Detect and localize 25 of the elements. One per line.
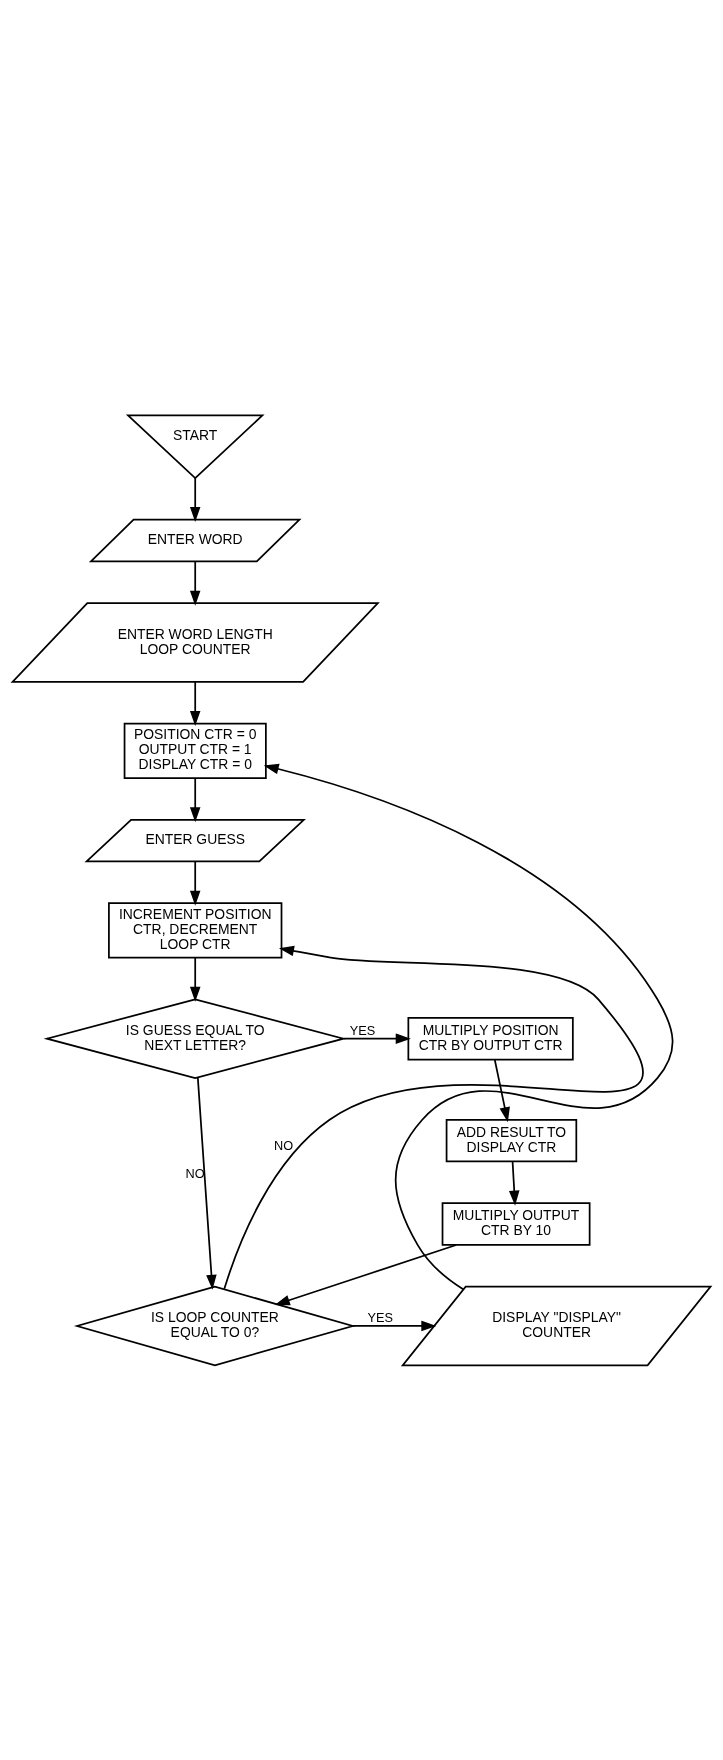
node-box: POSITION CTR = 0 OUTPUT CTR = 1 DISPLAY CTR = 0: [123, 722, 267, 779]
edge-label: YES: [367, 1310, 393, 1326]
arrow: [263, 763, 674, 1291]
node-box: MULTIPLY POSITION CTR BY OUTPUT CTR: [407, 1017, 574, 1061]
edge-label: NO: [185, 1166, 205, 1182]
node-diamond: IS GUESS EQUAL TO NEXT LETTER?: [43, 998, 347, 1079]
arrow: [189, 561, 201, 606]
arrow: [189, 956, 201, 1002]
arrow: [189, 681, 201, 727]
arrow: [493, 1059, 510, 1123]
edge-label: YES: [349, 1022, 376, 1038]
arrow: [508, 1160, 520, 1206]
node-box: MULTIPLY OUTPUT CTR BY 10: [441, 1202, 591, 1246]
edge-label: NO: [273, 1137, 294, 1153]
arrow: [223, 945, 643, 1290]
arrow: [352, 1320, 437, 1332]
arrow: [343, 1033, 411, 1044]
arrow: [274, 1244, 458, 1306]
node-box: INCREMENT POSITION CTR, DECREMENT LOOP CTR: [108, 902, 283, 959]
arrow: [189, 477, 201, 523]
arrow: [189, 860, 201, 906]
node-box: ADD RESULT TO DISPLAY CTR: [445, 1118, 578, 1163]
arrow: [189, 777, 201, 823]
node-diamond: IS LOOP COUNTER EQUAL TO 0?: [73, 1285, 356, 1367]
arrow: [196, 1076, 217, 1290]
